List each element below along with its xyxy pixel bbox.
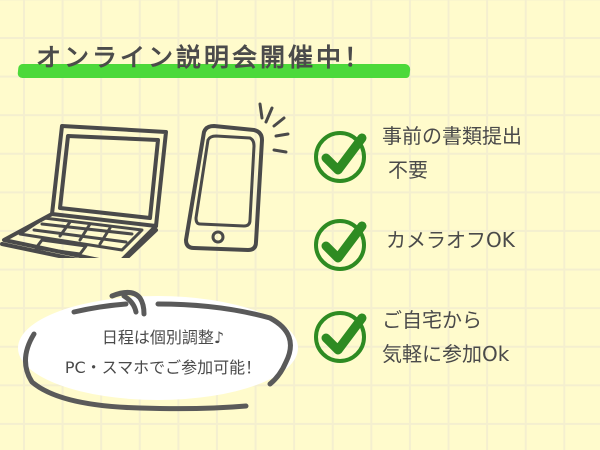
check-circle-icon (314, 219, 367, 271)
page-title: オンライン説明会開催中！ (36, 43, 373, 72)
bubble-line-1: 日程は個別調整♪ (101, 328, 225, 347)
feature-line-2: 不要 (388, 158, 428, 182)
speech-bubble: 日程は個別調整♪ PC・スマホでご参加可能！ (0, 282, 310, 412)
bubble-line-2: PC・スマホでご参加可能！ (64, 358, 262, 377)
laptop-icon (0, 124, 168, 258)
smartphone-icon (184, 102, 290, 252)
feature-line-1: ご自宅から (382, 308, 482, 332)
check-circle-icon (314, 131, 367, 183)
check-circle-icon (314, 311, 367, 363)
title-banner: オンライン説明会開催中！ (17, 36, 411, 78)
feature-line-1: カメラオフOK (386, 228, 515, 252)
feature-line-1: 事前の書類提出 (382, 124, 522, 148)
feature-line-2: 気軽に参加Ok (382, 342, 510, 366)
speech-bubble-shape (18, 290, 298, 412)
